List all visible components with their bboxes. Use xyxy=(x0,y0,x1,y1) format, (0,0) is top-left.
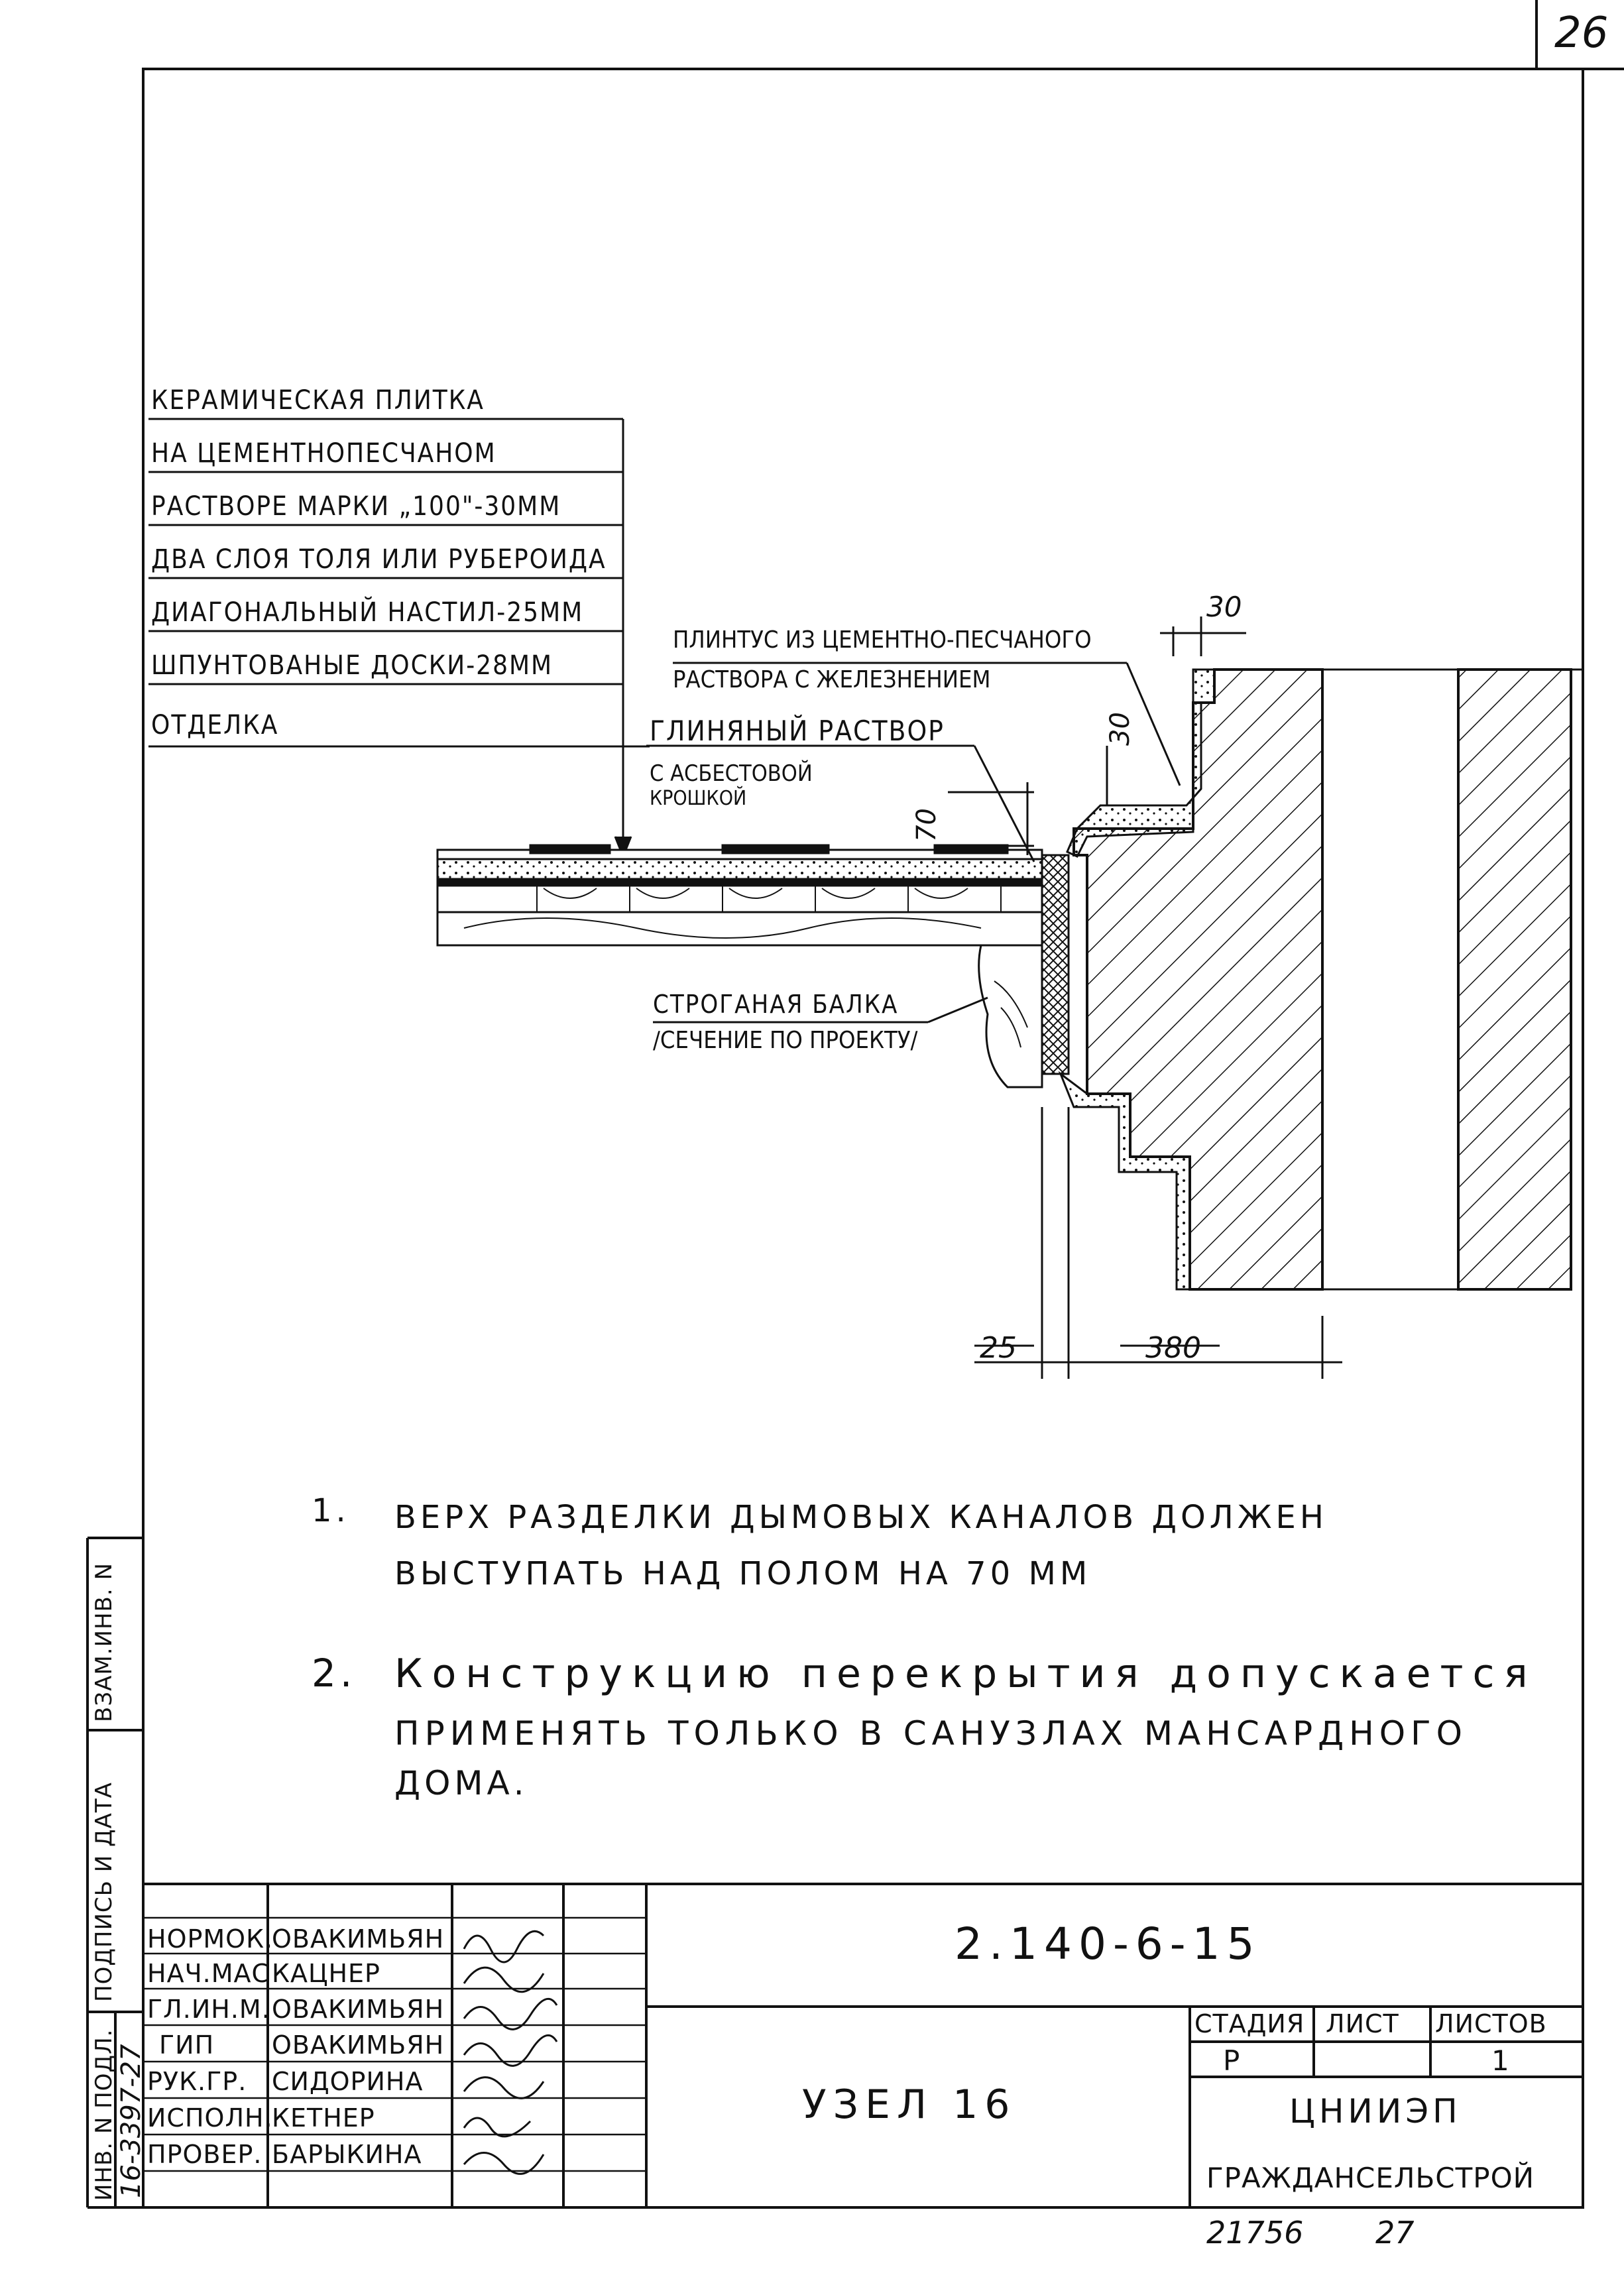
staff-role: ГЛ.ИН.М. xyxy=(147,1995,270,2024)
dimension-30-side: 30 xyxy=(1105,712,1135,746)
layer-label-mortar-grade: РАСТВОРЕ МАРКИ „100"-30ММ xyxy=(151,491,561,522)
wall-section xyxy=(1041,668,1583,1291)
callout-clay-line2: С АСБЕСТОВОЙ xyxy=(650,760,813,787)
note-2-line3: ДОМА. xyxy=(394,1764,528,1802)
dimension-380: 380 xyxy=(1145,1331,1201,1365)
staff-name: КАЦНЕР xyxy=(272,1959,380,1988)
note-2-number: 2. xyxy=(312,1651,357,1696)
note-1-number: 1. xyxy=(312,1492,350,1529)
floor-layers xyxy=(436,844,1043,1088)
layer-leaders xyxy=(148,418,650,860)
layer-label-mortar: НА ЦЕМЕНТНОПЕСЧАНОМ xyxy=(151,438,496,469)
dimension-70: 70 xyxy=(911,808,942,842)
note-2-line1: Конструкцию перекрытия допускается xyxy=(394,1651,1537,1697)
staff-role: НАЧ.МАС xyxy=(147,1959,270,1988)
callout-beam-line1: СТРОГАНАЯ БАЛКА xyxy=(653,990,899,1019)
sheet-corner-number: 26 xyxy=(1554,9,1609,58)
layer-label-finish: ОТДЕЛКА xyxy=(151,710,279,740)
staff-name: СИДОРИНА xyxy=(272,2067,424,2096)
side-stamp-podpis: ПОДПИСЬ И ДАТА xyxy=(91,1782,117,2002)
note-1-line2: ВЫСТУПАТЬ НАД ПОЛОМ НА 70 ММ xyxy=(394,1555,1092,1592)
title-block-grid xyxy=(143,1883,1583,2207)
page-number: 27 xyxy=(1375,2215,1415,2251)
note-1-line1: ВЕРХ РАЗДЕЛКИ ДЫМОВЫХ КАНАЛОВ ДОЛЖЕН xyxy=(394,1499,1328,1536)
stage-header: СТАДИЯ xyxy=(1194,2009,1305,2038)
org-name-1: ЦНИИЭП xyxy=(1289,2092,1462,2131)
side-stamp-inv-podl: ИНВ. N ПОДЛ. xyxy=(91,2028,117,2201)
sheet-frame xyxy=(86,0,1624,2209)
staff-role: РУК.ГР. xyxy=(147,2067,247,2096)
signatures xyxy=(463,1930,558,2175)
callout-plinth-line2: РАСТВОРА С ЖЕЛЕЗНЕНИЕМ xyxy=(673,666,991,693)
sheet-header: ЛИСТ xyxy=(1326,2009,1399,2038)
layer-label-tongue-boards: ШПУНТОВАНЫЕ ДОСКИ-28ММ xyxy=(151,650,553,681)
dimension-30-top: 30 xyxy=(1206,591,1242,623)
side-stamp-inv-number: 16-3397-27 xyxy=(116,2044,146,2198)
callout-beam-line2: /СЕЧЕНИЕ ПО ПРОЕКТУ/ xyxy=(653,1027,918,1054)
staff-role: ПРОВЕР. xyxy=(147,2140,262,2169)
sheets-header: ЛИСТОВ xyxy=(1435,2009,1547,2038)
staff-name: ОВАКИМЬЯН xyxy=(272,1995,445,2024)
staff-role: ГИП xyxy=(159,2030,215,2060)
staff-name: БАРЫКИНА xyxy=(272,2140,422,2169)
archive-number: 21756 xyxy=(1206,2215,1304,2251)
callout-plinth-line1: ПЛИНТУС ИЗ ЦЕМЕНТНО-ПЕСЧАНОГО xyxy=(673,626,1092,654)
dimension-25: 25 xyxy=(980,1331,1017,1365)
staff-role: ИСПОЛН. xyxy=(147,2103,273,2133)
doc-code: 2.140-6-15 xyxy=(955,1918,1261,1969)
staff-name: ОВАКИМЬЯН xyxy=(272,2030,445,2060)
callout-clay-line1: ГЛИНЯНЫЙ РАСТВОР xyxy=(650,715,945,747)
org-name-2: ГРАЖДАНСЕЛЬСТРОЙ xyxy=(1206,2162,1535,2194)
staff-name: ОВАКИМЬЯН xyxy=(272,1924,445,1954)
layer-label-tile: КЕРАМИЧЕСКАЯ ПЛИТКА xyxy=(151,385,485,416)
note-2-line2: ПРИМЕНЯТЬ ТОЛЬКО В САНУЗЛАХ МАНСАРДНОГО xyxy=(394,1714,1468,1753)
layer-label-roofing: ДВА СЛОЯ ТОЛЯ ИЛИ РУБЕРОИДА xyxy=(151,544,607,575)
drawing-title: УЗЕЛ 16 xyxy=(802,2081,1017,2128)
stage-value: Р xyxy=(1223,2044,1241,2077)
side-stamp-vzam: ВЗАМ.ИНВ. N xyxy=(91,1562,117,1722)
layer-label-diagonal-deck: ДИАГОНАЛЬНЫЙ НАСТИЛ-25ММ xyxy=(151,597,584,628)
sheets-value: 1 xyxy=(1491,2044,1510,2077)
staff-role: НОРМОК. xyxy=(147,1924,274,1954)
dimension-lines xyxy=(646,616,1342,1379)
staff-name: КЕТНЕР xyxy=(272,2103,375,2133)
callout-clay-line3: КРОШКОЙ xyxy=(650,787,747,810)
